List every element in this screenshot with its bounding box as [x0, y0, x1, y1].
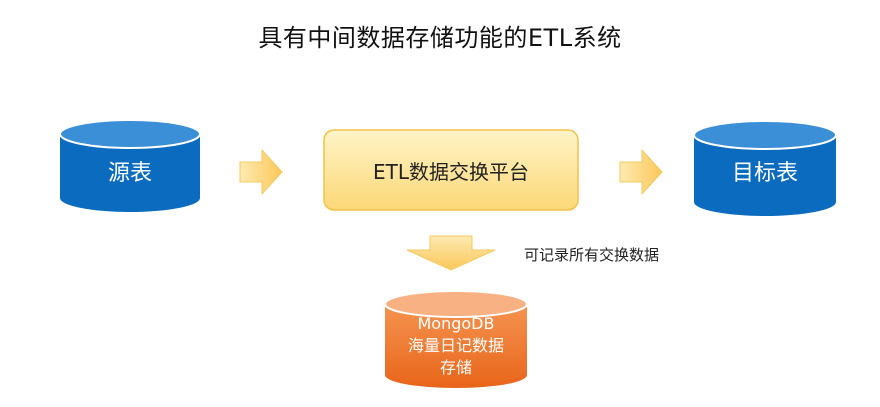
mongodb-storage-label: MongoDB 海量日记数据 存储 — [385, 313, 527, 379]
arrow-down — [406, 235, 496, 271]
target-table-label: 目标表 — [731, 161, 798, 186]
diagram-title: 具有中间数据存储功能的ETL系统 — [258, 24, 622, 52]
source-table-cylinder — [59, 119, 201, 212]
mongodb-storage-cylinder — [384, 290, 528, 388]
arrow-right-2 — [619, 148, 663, 196]
source-table-label: 源表 — [107, 161, 152, 186]
arrow-right-1 — [239, 148, 283, 196]
mongodb-label-line-1: MongoDB — [417, 314, 495, 333]
mongodb-label-line-2: 海量日记数据 — [407, 336, 504, 355]
mongodb-label-line-3: 存储 — [439, 358, 472, 377]
etl-platform-label: ETL数据交换平台 — [373, 160, 529, 184]
etl-platform-box — [323, 129, 579, 211]
record-note: 可记录所有交换数据 — [524, 246, 660, 264]
target-table-cylinder — [693, 120, 837, 216]
